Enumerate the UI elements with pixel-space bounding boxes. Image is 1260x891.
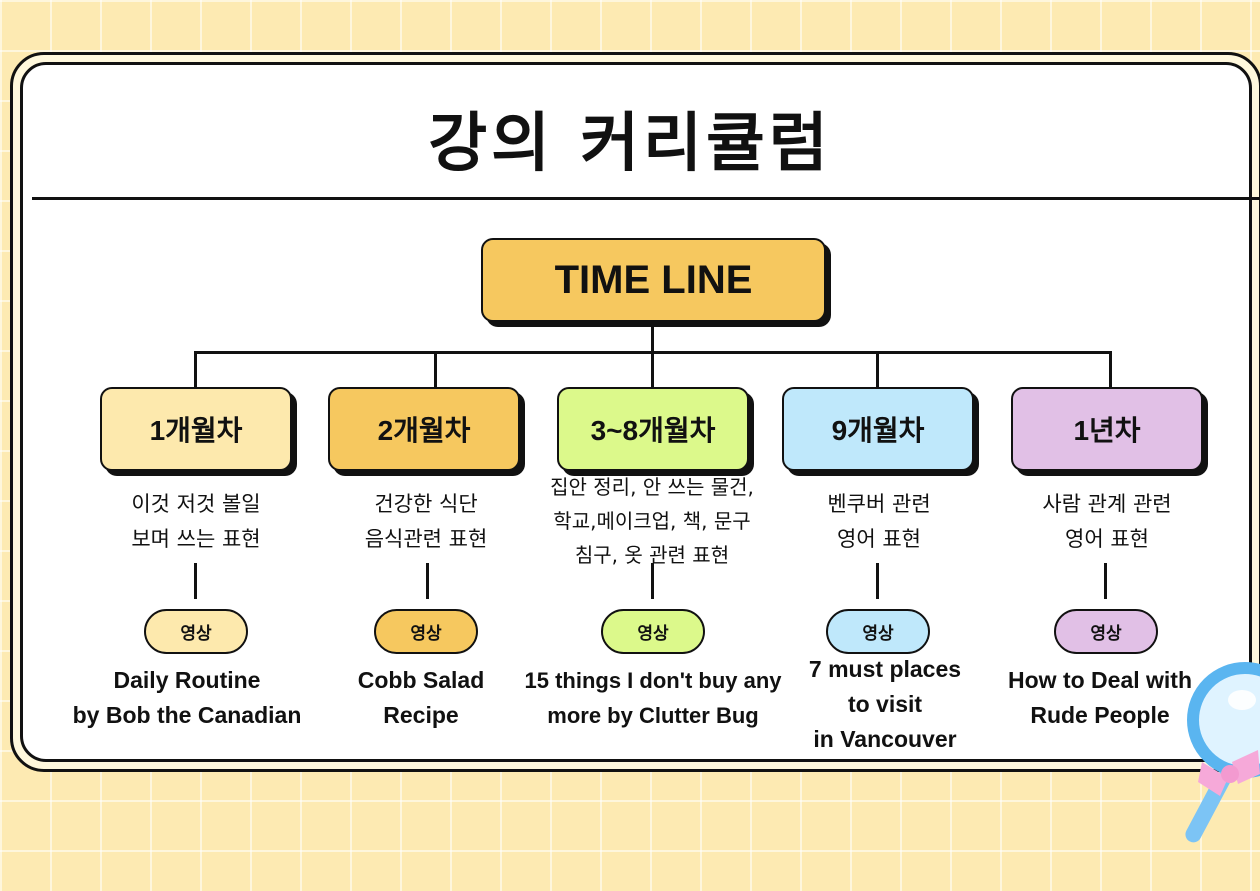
month-box-5: 1년차 (1011, 387, 1203, 471)
desc-line: 사람 관계 관련 (1042, 492, 1172, 516)
desc-line: 이것 저것 볼일 (131, 492, 261, 516)
video-line: Rude People (1030, 702, 1170, 728)
stem-line-4 (876, 563, 879, 599)
video-pill-4[interactable]: 영상 (826, 609, 930, 654)
timeline-box: TIME LINE (481, 238, 826, 322)
video-line: more by Clutter Bug (547, 703, 759, 728)
video-line: in Vancouver (813, 726, 957, 752)
page-title: 강의 커리큘럼 (428, 107, 832, 181)
desc-line: 영어 표현 (1065, 527, 1149, 551)
video-pill-1[interactable]: 영상 (144, 609, 248, 654)
drop-line-1 (194, 351, 197, 387)
desc-line: 벤쿠버 관련 (827, 492, 931, 516)
video-line: How to Deal with (1008, 667, 1192, 693)
desc-2: 건강한 식단 음식관련 표현 (296, 487, 556, 557)
video-title-5: How to Deal with Rude People (950, 663, 1250, 733)
video-pill-5[interactable]: 영상 (1054, 609, 1158, 654)
video-title-4: 7 must places to visit in Vancouver (735, 652, 1035, 757)
video-line: Cobb Salad (357, 667, 485, 693)
month-box-2: 2개월차 (328, 387, 520, 471)
video-title-3: 15 things I don't buy any more by Clutte… (498, 663, 808, 733)
stem-line-2 (426, 563, 429, 599)
desc-line: 영어 표현 (837, 527, 921, 551)
video-line: to visit (847, 691, 923, 717)
desc-5: 사람 관계 관련 영어 표현 (977, 487, 1237, 557)
drop-line-2 (434, 351, 437, 387)
stem-line-1 (194, 563, 197, 599)
drop-line-5 (1109, 351, 1112, 387)
desc-1: 이것 저것 볼일 보며 쓰는 표현 (66, 487, 326, 557)
desc-3: 집안 정리, 안 쓰는 물건, 학교,메이크업, 책, 문구 침구, 옷 관련 … (522, 470, 782, 572)
drop-line-4 (876, 351, 879, 387)
video-title-1: Daily Routine by Bob the Canadian (37, 663, 337, 733)
video-pill-3[interactable]: 영상 (601, 609, 705, 654)
trunk-line (651, 322, 654, 353)
video-pill-2[interactable]: 영상 (374, 609, 478, 654)
magnifier-icon (1185, 662, 1260, 843)
desc-line: 집안 정리, 안 쓰는 물건, (550, 475, 754, 499)
desc-4: 벤쿠버 관련 영어 표현 (749, 487, 1009, 557)
title-divider (32, 197, 1260, 200)
desc-line: 음식관련 표현 (364, 527, 488, 551)
video-line: by Bob the Canadian (72, 702, 302, 728)
month-box-3: 3~8개월차 (557, 387, 749, 471)
stem-line-5 (1104, 563, 1107, 599)
stem-line-3 (651, 563, 654, 599)
drop-line-3 (651, 351, 654, 387)
month-box-4: 9개월차 (782, 387, 974, 471)
video-line: Recipe (383, 702, 459, 728)
desc-line: 건강한 식단 (374, 492, 478, 516)
video-line: Daily Routine (113, 667, 261, 693)
video-line: 7 must places (808, 656, 962, 682)
month-box-1: 1개월차 (100, 387, 292, 471)
desc-line: 보며 쓰는 표현 (131, 527, 261, 551)
video-line: 15 things I don't buy any (524, 668, 782, 693)
desc-line: 학교,메이크업, 책, 문구 (553, 509, 751, 533)
video-title-2: Cobb Salad Recipe (271, 663, 571, 733)
